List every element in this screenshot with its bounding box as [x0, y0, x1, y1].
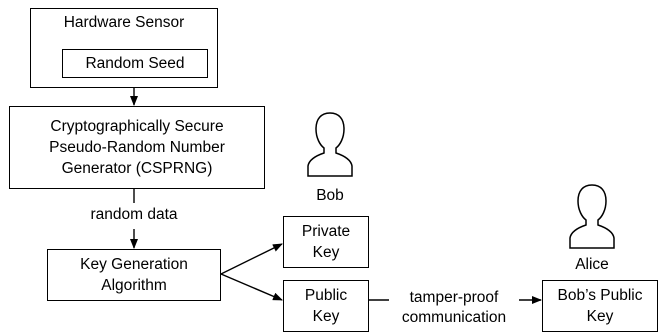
- bobs-public-key-box: Bob’s Public Key: [542, 280, 658, 332]
- random-seed-label: Random Seed: [85, 55, 185, 72]
- key-generation-label: Key Generation Algorithm: [80, 256, 188, 294]
- csprng-label: Cryptographically Secure Pseudo-Random N…: [49, 118, 225, 177]
- public-key-box: Public Key: [283, 280, 369, 332]
- bob-label: Bob: [316, 187, 344, 204]
- alice-label: Alice: [575, 256, 609, 273]
- arrow-keygen-to-private-key: [220, 243, 283, 275]
- tamper-proof-communication-label: tamper-proof communication: [401, 289, 507, 326]
- private-key-label: Private Key: [301, 223, 351, 261]
- key-generation-box: Key Generation Algorithm: [47, 249, 221, 301]
- random-data-label: random data: [90, 206, 178, 223]
- arrow-keygen-to-public-key: [220, 273, 283, 301]
- private-key-box: Private Key: [283, 216, 369, 268]
- csprng-box: Cryptographically Secure Pseudo-Random N…: [9, 106, 265, 189]
- public-key-label: Public Key: [304, 287, 348, 325]
- bobs-public-key-label: Bob’s Public Key: [557, 287, 643, 325]
- alice-person-icon: [569, 184, 615, 249]
- random-seed-box: Random Seed: [62, 49, 208, 78]
- hardware-sensor-title: Hardware Sensor: [63, 14, 185, 31]
- bob-person-icon: [307, 112, 353, 177]
